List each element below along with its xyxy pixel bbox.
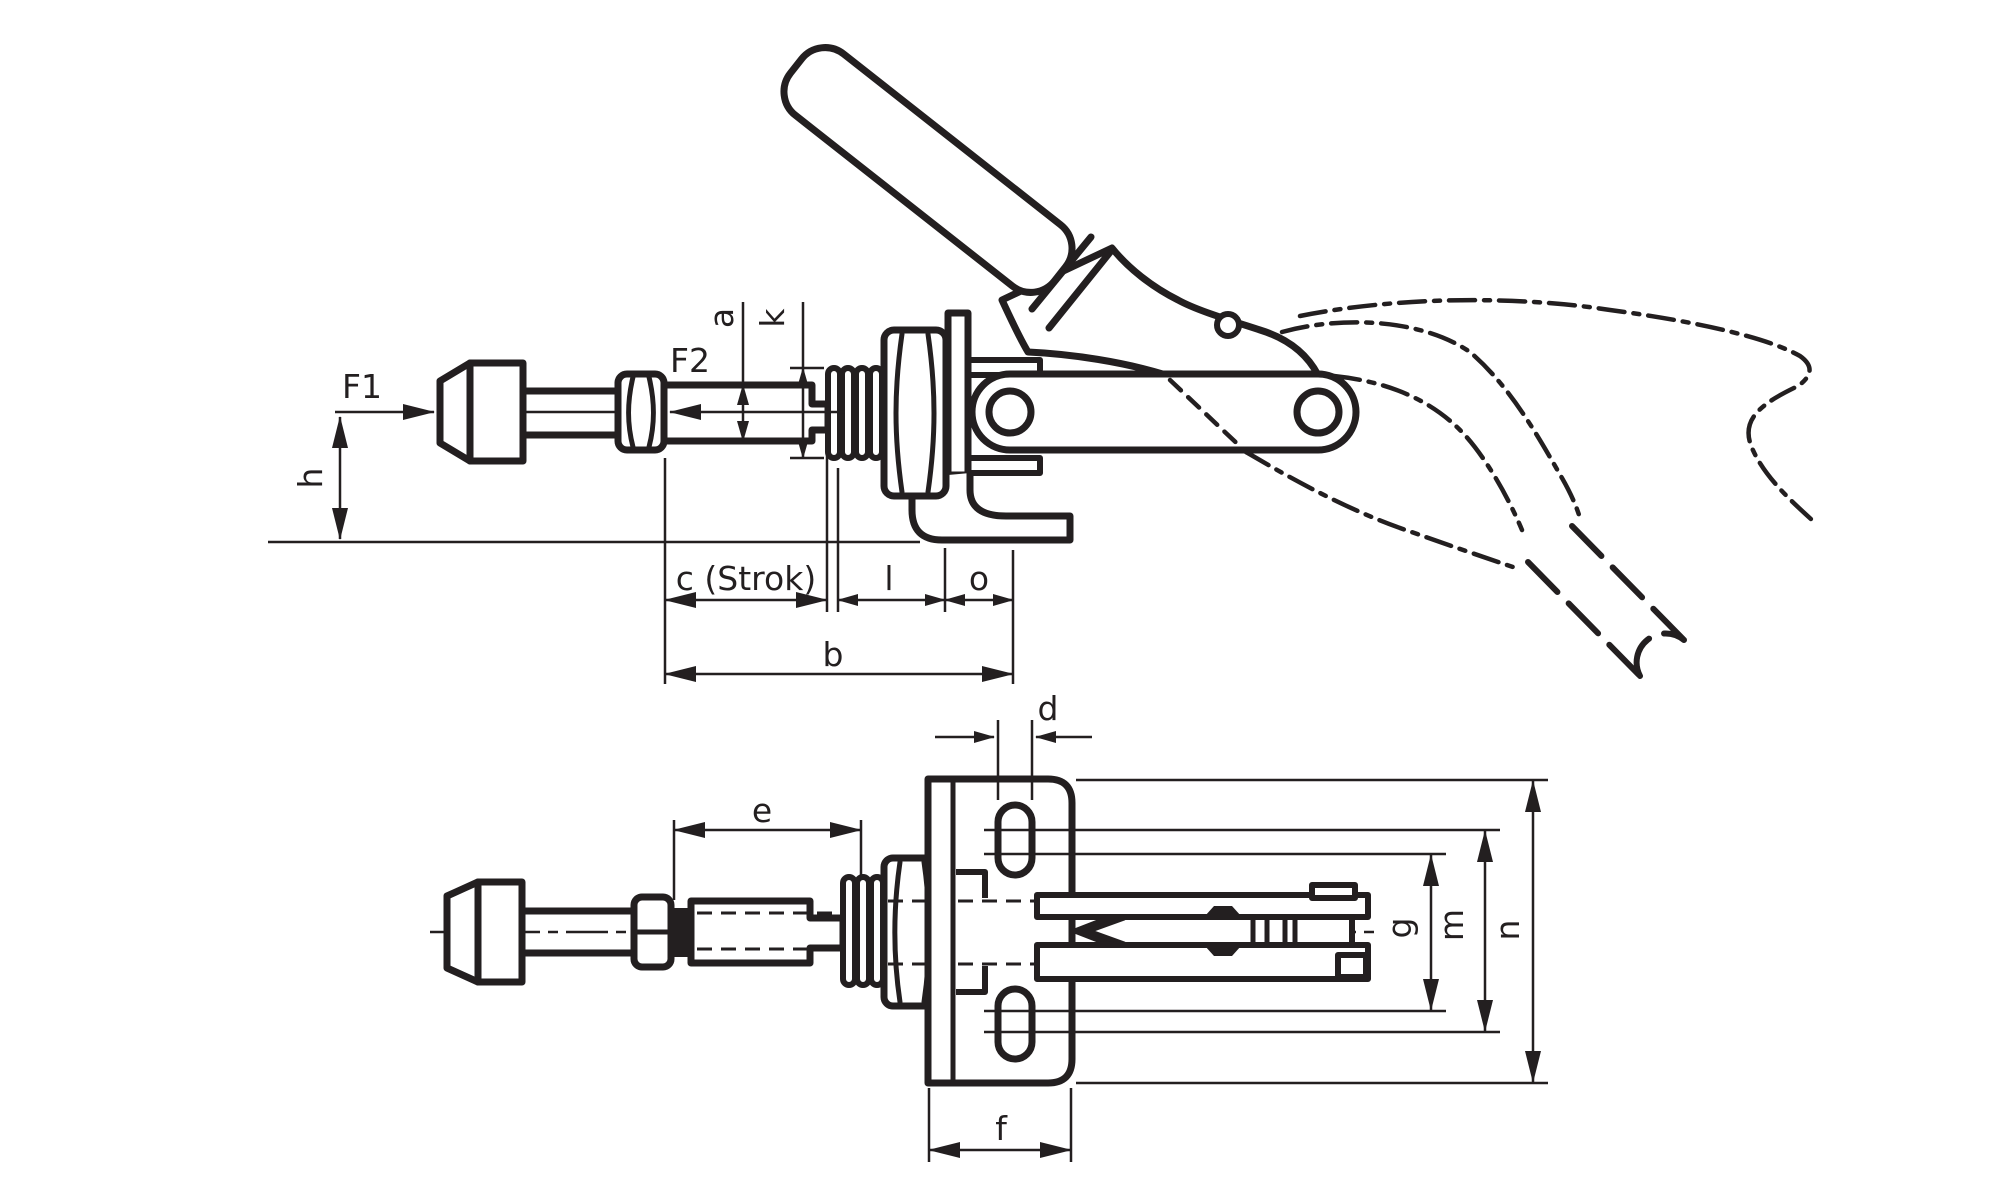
fork-end-notch xyxy=(1335,952,1369,980)
label-e: e xyxy=(752,791,772,830)
fork-arm-plan xyxy=(1034,882,1371,982)
pivot-hole-left xyxy=(985,387,1035,437)
lever-bar xyxy=(968,370,1360,454)
pin-bump-bottom xyxy=(1205,946,1241,956)
label-g: g xyxy=(1380,918,1419,939)
label-m: m xyxy=(1432,909,1471,941)
label-k: k xyxy=(753,308,792,328)
phantom-handle-cap xyxy=(1633,630,1687,679)
slot-hole-top xyxy=(994,801,1036,879)
fork-end-tab xyxy=(1309,882,1358,901)
hidden-rod-through-plate xyxy=(958,899,1034,966)
body-pin-hole xyxy=(1214,311,1242,339)
label-f2: F2 xyxy=(670,341,710,380)
phantom-handle-edge-2 xyxy=(1569,523,1687,643)
hex-nut-small xyxy=(614,370,668,454)
bracket-bottom-lip xyxy=(965,455,1043,476)
label-b: b xyxy=(823,635,844,674)
dimensions-bottom-view: d e f g m n xyxy=(672,689,1548,1162)
handle-joint-line-1 xyxy=(1028,233,1095,313)
hex-nut-small-facets xyxy=(626,374,656,450)
label-c-strok: c (Strok) xyxy=(676,559,816,598)
bracket-upright xyxy=(944,309,972,479)
bracket-foot xyxy=(908,471,1074,544)
spindle-plan xyxy=(443,854,942,1010)
pin-bump-top xyxy=(1205,906,1241,916)
fork-bar-bottom xyxy=(1034,942,1371,982)
bottom-view: d e f g m n xyxy=(430,689,1548,1162)
slot-hole-bottom xyxy=(994,985,1036,1063)
label-d: d xyxy=(1038,689,1059,728)
pivot-hole-right xyxy=(1293,387,1343,437)
sleeve-plan xyxy=(687,897,847,967)
pin-section-lines xyxy=(1250,914,1298,948)
label-n: n xyxy=(1488,920,1527,941)
phantom-handle-edge-1 xyxy=(1525,559,1643,679)
flange-cutout xyxy=(956,869,988,995)
spindle-side xyxy=(436,326,950,500)
collar-ring xyxy=(669,908,691,957)
handle-grip xyxy=(780,44,1076,296)
label-f: f xyxy=(995,1109,1008,1148)
label-o: o xyxy=(969,559,989,598)
hex-nut-large-facets xyxy=(893,331,937,495)
dimensions-top-view: F1 F2 a k h c (Strok) l o b xyxy=(268,302,1015,684)
extension-lines-right xyxy=(984,778,1548,1085)
label-h: h xyxy=(291,468,330,489)
phantom-diagonal xyxy=(1167,377,1249,455)
handle-joint-line-2 xyxy=(1045,247,1115,332)
top-view: F1 F2 a k h c (Strok) l o b xyxy=(268,44,1815,684)
rubber-tip-plan xyxy=(443,878,526,986)
label-a: a xyxy=(702,308,741,328)
phantom-open-position xyxy=(1167,297,1815,679)
thread-ridges-plan xyxy=(840,874,886,988)
thread-ridges xyxy=(825,365,885,461)
clamp-body xyxy=(998,244,1322,379)
label-f1: F1 xyxy=(342,367,382,406)
rubber-tip xyxy=(436,359,527,465)
rod-plan xyxy=(518,907,644,957)
hex-nut-large xyxy=(880,326,950,500)
mounting-plate-plan xyxy=(924,775,1076,1087)
mounting-bracket-side xyxy=(908,309,1074,544)
spindle-rod xyxy=(519,387,624,439)
label-l: l xyxy=(884,559,893,598)
tongue-chamfer xyxy=(1080,915,1127,947)
